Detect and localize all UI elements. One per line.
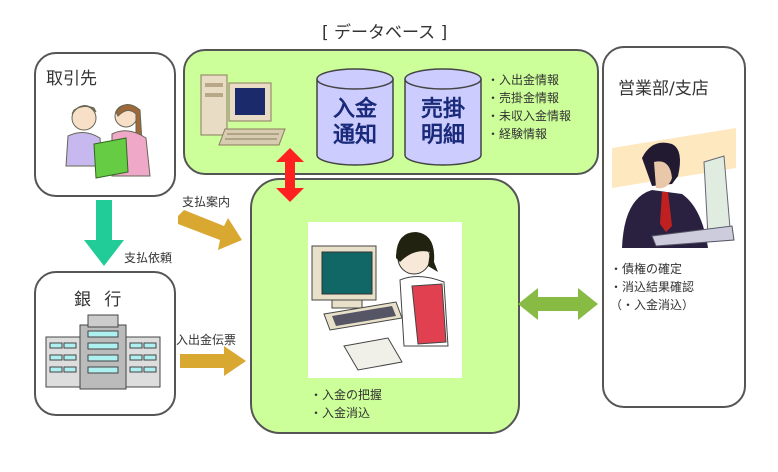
cylinder-deposit-notice: 入金 通知 [315,67,395,167]
payment-guide-label: 支払案内 [182,195,231,209]
double-arrow-sales-icon [518,288,598,320]
deposit-slip-label: 入出金伝票 [176,333,237,347]
server-computer-icon [200,74,286,146]
processing-task-item: ・入金消込 [310,406,371,420]
arrow-right-icon [180,346,246,376]
sales-task-list: ・債権の確定 ・消込結果確認 （・入金消込） [610,260,694,314]
operator-at-computer-icon [311,232,449,371]
sales-task-item: （・入金消込） [610,298,695,312]
payment-request-label: 支払依頼 [124,251,173,265]
sales-branch-title: 営業部/支店 [618,79,709,99]
bank-building-icon [45,314,161,390]
businessman-at-computer-icon [612,128,736,248]
payment-processing-box: ・入金の把握 ・入金消込 [250,178,520,434]
bank-box: 銀 行 [34,271,176,416]
client-box: 取引先 [34,52,176,197]
cylinder-label-line2: 明細 [420,123,465,148]
business-people-icon [65,104,151,179]
arrow-diagonal-icon [178,210,242,250]
cylinder-label-line1: 売掛 [420,97,465,122]
office-worker-illustration [308,222,462,378]
database-box: 入金 通知 売掛 明細 ・入出金情報 ・売掛金情報 ・未収入金情報 ・経験情報 [183,49,599,175]
cylinder-receivables-detail: 売掛 明細 [403,67,483,167]
database-info-list: ・入出金情報 ・売掛金情報 ・未収入金情報 ・経験情報 [487,71,571,143]
database-info-item: ・未収入金情報 [487,109,572,123]
database-title: [ データベース ] [322,23,448,43]
processing-task-item: ・入金の把握 [310,388,383,402]
database-info-item: ・売掛金情報 [487,91,560,105]
arrow-down-icon [84,200,124,266]
cylinder-label-line1: 入金 [332,97,377,122]
cylinder-label-line2: 通知 [332,123,377,148]
sales-branch-box: 営業部/支店 ・債権の確定 ・消込結果確認 （・入金消込） [602,46,746,408]
processing-task-list: ・入金の把握 ・入金消込 [310,386,382,422]
sales-task-item: ・消込結果確認 [610,280,695,294]
database-info-item: ・経験情報 [487,127,548,141]
database-info-item: ・入出金情報 [487,73,560,87]
bank-title: 銀 行 [74,290,126,310]
client-title: 取引先 [46,69,97,89]
sales-task-item: ・債権の確定 [610,262,683,276]
double-arrow-database-icon [276,148,304,202]
